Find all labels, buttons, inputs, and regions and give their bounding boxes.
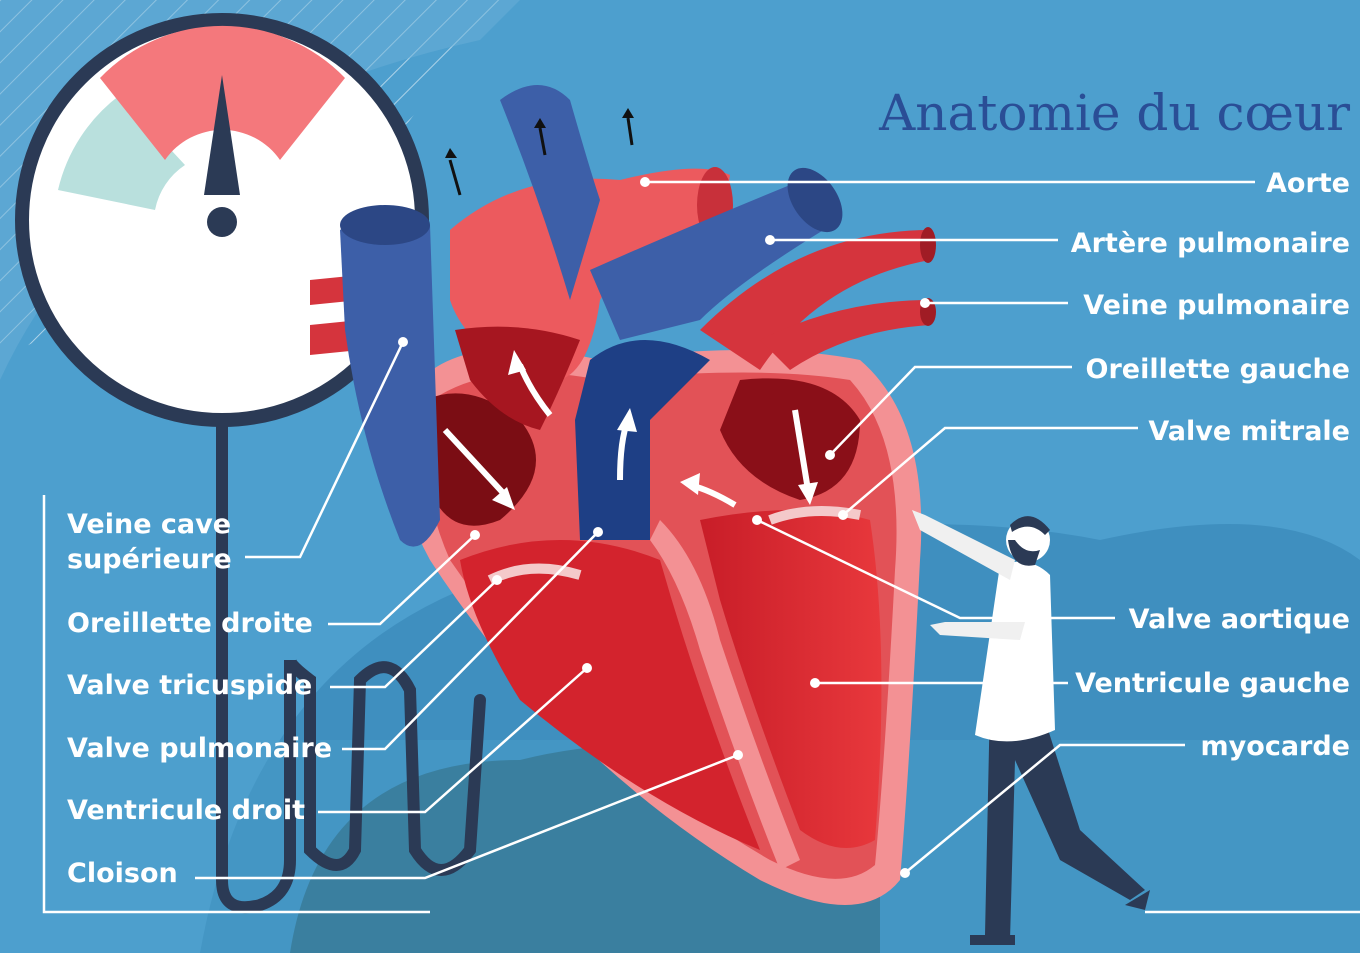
doctor-shoe-left [970,935,1015,945]
label-oreillette-droite: Oreillette droite [67,608,313,639]
gauge-pivot [207,207,237,237]
label-valve-pulmonaire: Valve pulmonaire [67,733,332,764]
label-myocarde: myocarde [1201,731,1350,762]
label-veine-cave-line1: Veine cave [67,509,231,540]
label-veine-cave-line2: supérieure [67,544,232,575]
label-aorte: Aorte [1266,168,1350,199]
label-valve-aortique: Valve aortique [1129,604,1350,635]
label-valve-mitrale: Valve mitrale [1148,416,1350,447]
label-artere-pulmonaire: Artère pulmonaire [1071,228,1350,259]
label-ventricule-gauche: Ventricule gauche [1075,668,1350,699]
label-valve-tricuspide: Valve tricuspide [67,670,312,701]
label-ventricule-droit: Ventricule droit [67,795,305,826]
label-veine-pulmonaire: Veine pulmonaire [1083,290,1350,321]
label-oreillette-gauche: Oreillette gauche [1086,354,1351,385]
page-title: Anatomie du cœur [878,84,1350,142]
vena-cava-opening [340,205,430,245]
label-cloison: Cloison [67,858,178,889]
pulmonary-vessel-opening [920,227,936,263]
